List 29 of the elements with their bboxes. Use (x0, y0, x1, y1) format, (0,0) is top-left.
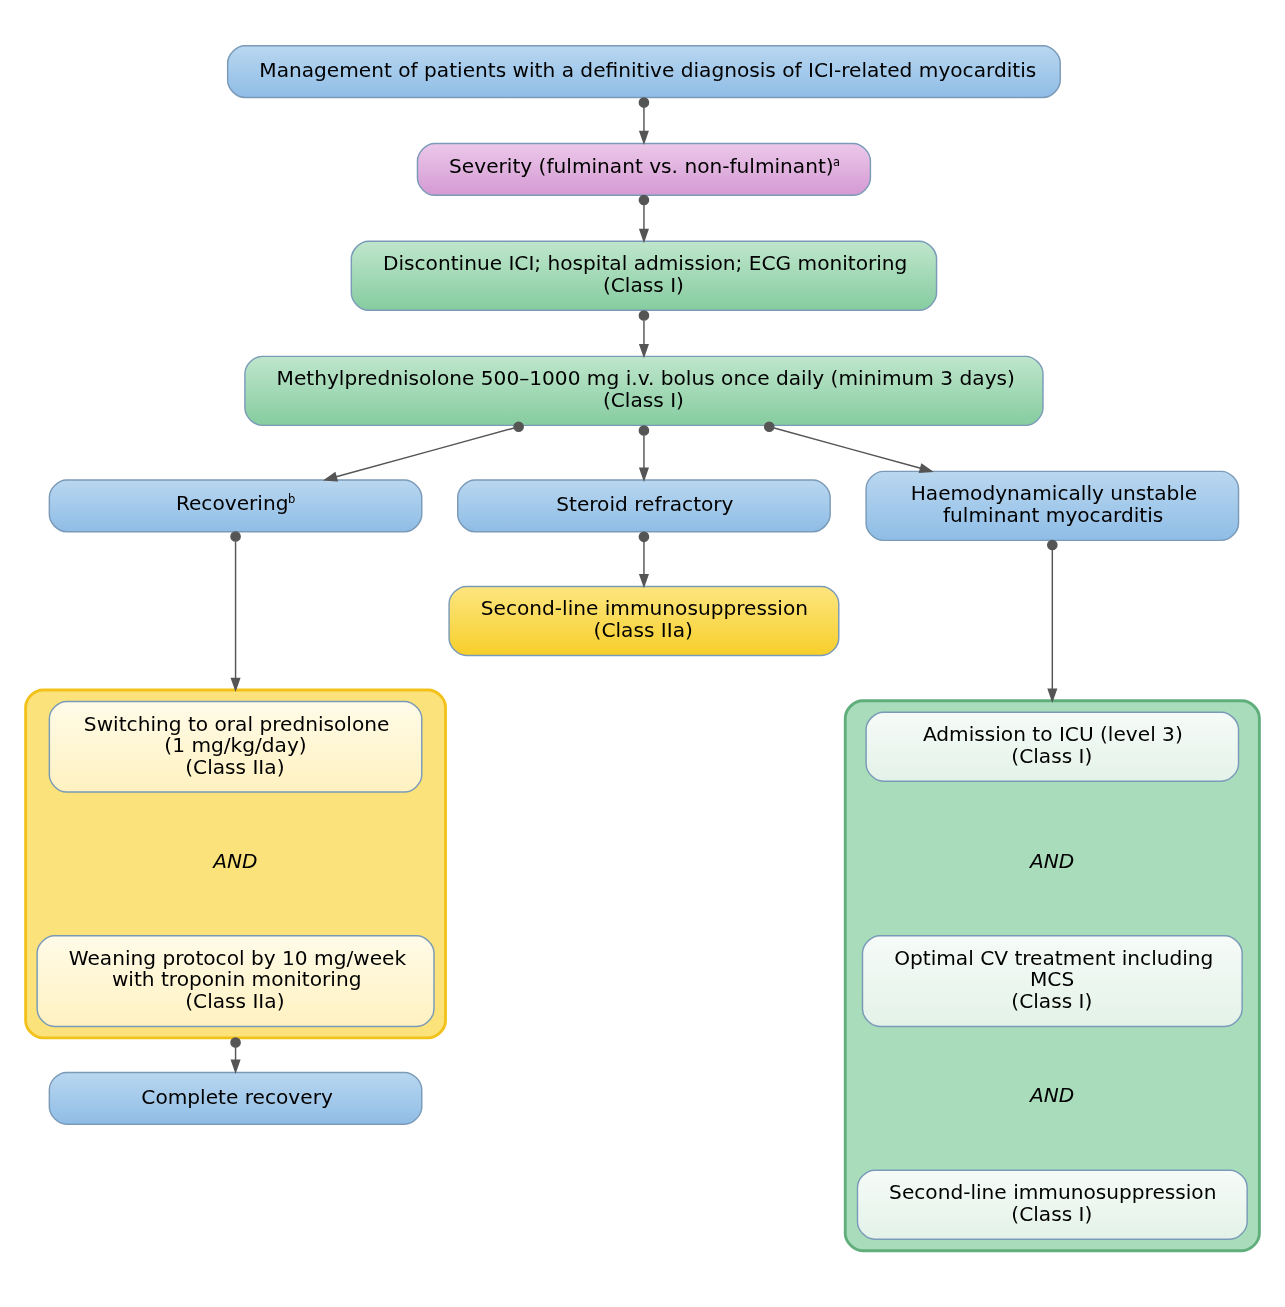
arrow (230, 530, 241, 692)
node-box: Second-line immunosuppression (Class I) (856, 1169, 1248, 1240)
cluster (843, 698, 1261, 1252)
label: AND (213, 848, 258, 873)
arrow (1047, 539, 1058, 703)
node-box: Recovering$^{b}$ (48, 478, 423, 532)
node-box: Complete recovery (48, 1071, 423, 1125)
arrow (638, 531, 650, 588)
arrow (638, 424, 650, 482)
arrow (763, 420, 934, 473)
node-box: Optimal CV treatment including MCS (Class I) (861, 934, 1243, 1027)
node-box: Methylprednisolone 500–1000 mg i.v. bolus once daily (minimum 3 days) (Class I) (244, 355, 1044, 426)
node-box: Discontinue ICI; hospital admission; ECG monitoring (Class I) (350, 240, 938, 311)
arrow (638, 194, 650, 243)
arrow (638, 96, 650, 145)
arrow (322, 420, 524, 481)
node-box: Second-line immunosuppression (Class IIa) (448, 585, 840, 656)
arrow (230, 1036, 241, 1074)
arrow (638, 309, 650, 358)
node-box: Admission to ICU (level 3) (Class I) (865, 711, 1240, 782)
cluster (24, 688, 447, 1039)
node-box: Haemodynamically unstable fulminant myocarditis (865, 470, 1240, 541)
node-box: Steroid refractory (457, 478, 831, 532)
node-box: Management of patients with a definitive diagnosis of ICI-related myocarditis (226, 44, 1061, 98)
label: AND (1030, 848, 1075, 873)
node-box: Severity (fulminant vs. non-fulminant)$^{a}$ (416, 142, 872, 196)
node-box: Switching to oral prednisolone (1 mg/kg/day) (Class IIa) (48, 700, 423, 793)
label: AND (1030, 1082, 1075, 1107)
node-box: Weaning protocol by 10 mg/week with troponin monitoring (Class IIa) (36, 934, 435, 1027)
